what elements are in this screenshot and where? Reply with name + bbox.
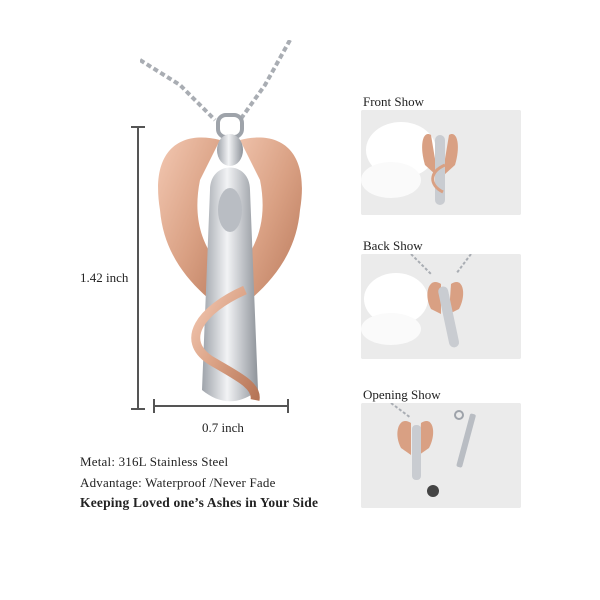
front-show-title: Front Show [363,94,425,109]
opening-show-title: Opening Show [363,387,441,402]
front-show-image [361,110,521,215]
metal-spec: Metal: 316L Stainless Steel [80,454,229,469]
advantage-spec: Advantage: Waterproof /Never Fade [80,475,276,490]
back-show-image [361,254,521,359]
height-dimension-line [131,126,145,410]
height-label: 1.42 inch [80,270,129,285]
opening-show-image [361,403,521,508]
tagline: Keeping Loved one’s Ashes in Your Side [80,495,319,510]
width-label: 0.7 inch [202,420,244,435]
pendant-main-image [138,39,330,420]
width-dimension-line [153,399,289,413]
back-show-title: Back Show [363,238,423,253]
